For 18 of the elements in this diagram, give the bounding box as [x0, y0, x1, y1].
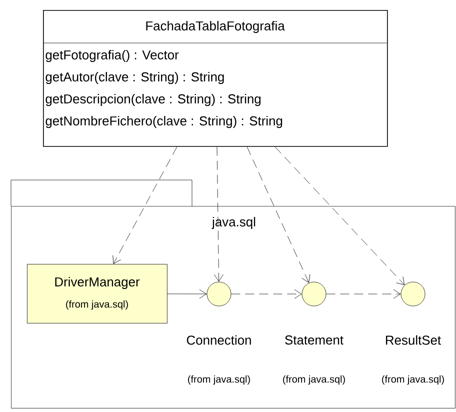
dependency-arrow [214, 146, 224, 282]
interface-circle [400, 282, 426, 306]
dependency-arrow [246, 146, 310, 283]
interface-name: Connection [186, 335, 251, 345]
dependency-arrow [274, 146, 405, 286]
dependency-arrow [231, 289, 302, 299]
interface-circle [302, 282, 326, 306]
interface-circle [206, 282, 232, 306]
class-box: DriverManager (from java.sql) [27, 264, 168, 324]
interface-name: (from java.sql) [188, 375, 250, 385]
interface-name: ResultSet [386, 335, 441, 345]
interface-name: Statement [285, 335, 344, 345]
interface-name: (from java.sql) [382, 375, 444, 385]
interface-name: (from java.sql) [283, 375, 345, 385]
dependency-arrow [167, 289, 207, 299]
dependency-arrow [326, 289, 401, 299]
class-box: FachadaTablaFotografia getFotografia() : Vector getAutor(clave : String) : String getDescripcion(clave : String) : String getNombreFichero(clave : String) : String [42, 10, 388, 147]
dependency-arrow [112, 146, 178, 264]
